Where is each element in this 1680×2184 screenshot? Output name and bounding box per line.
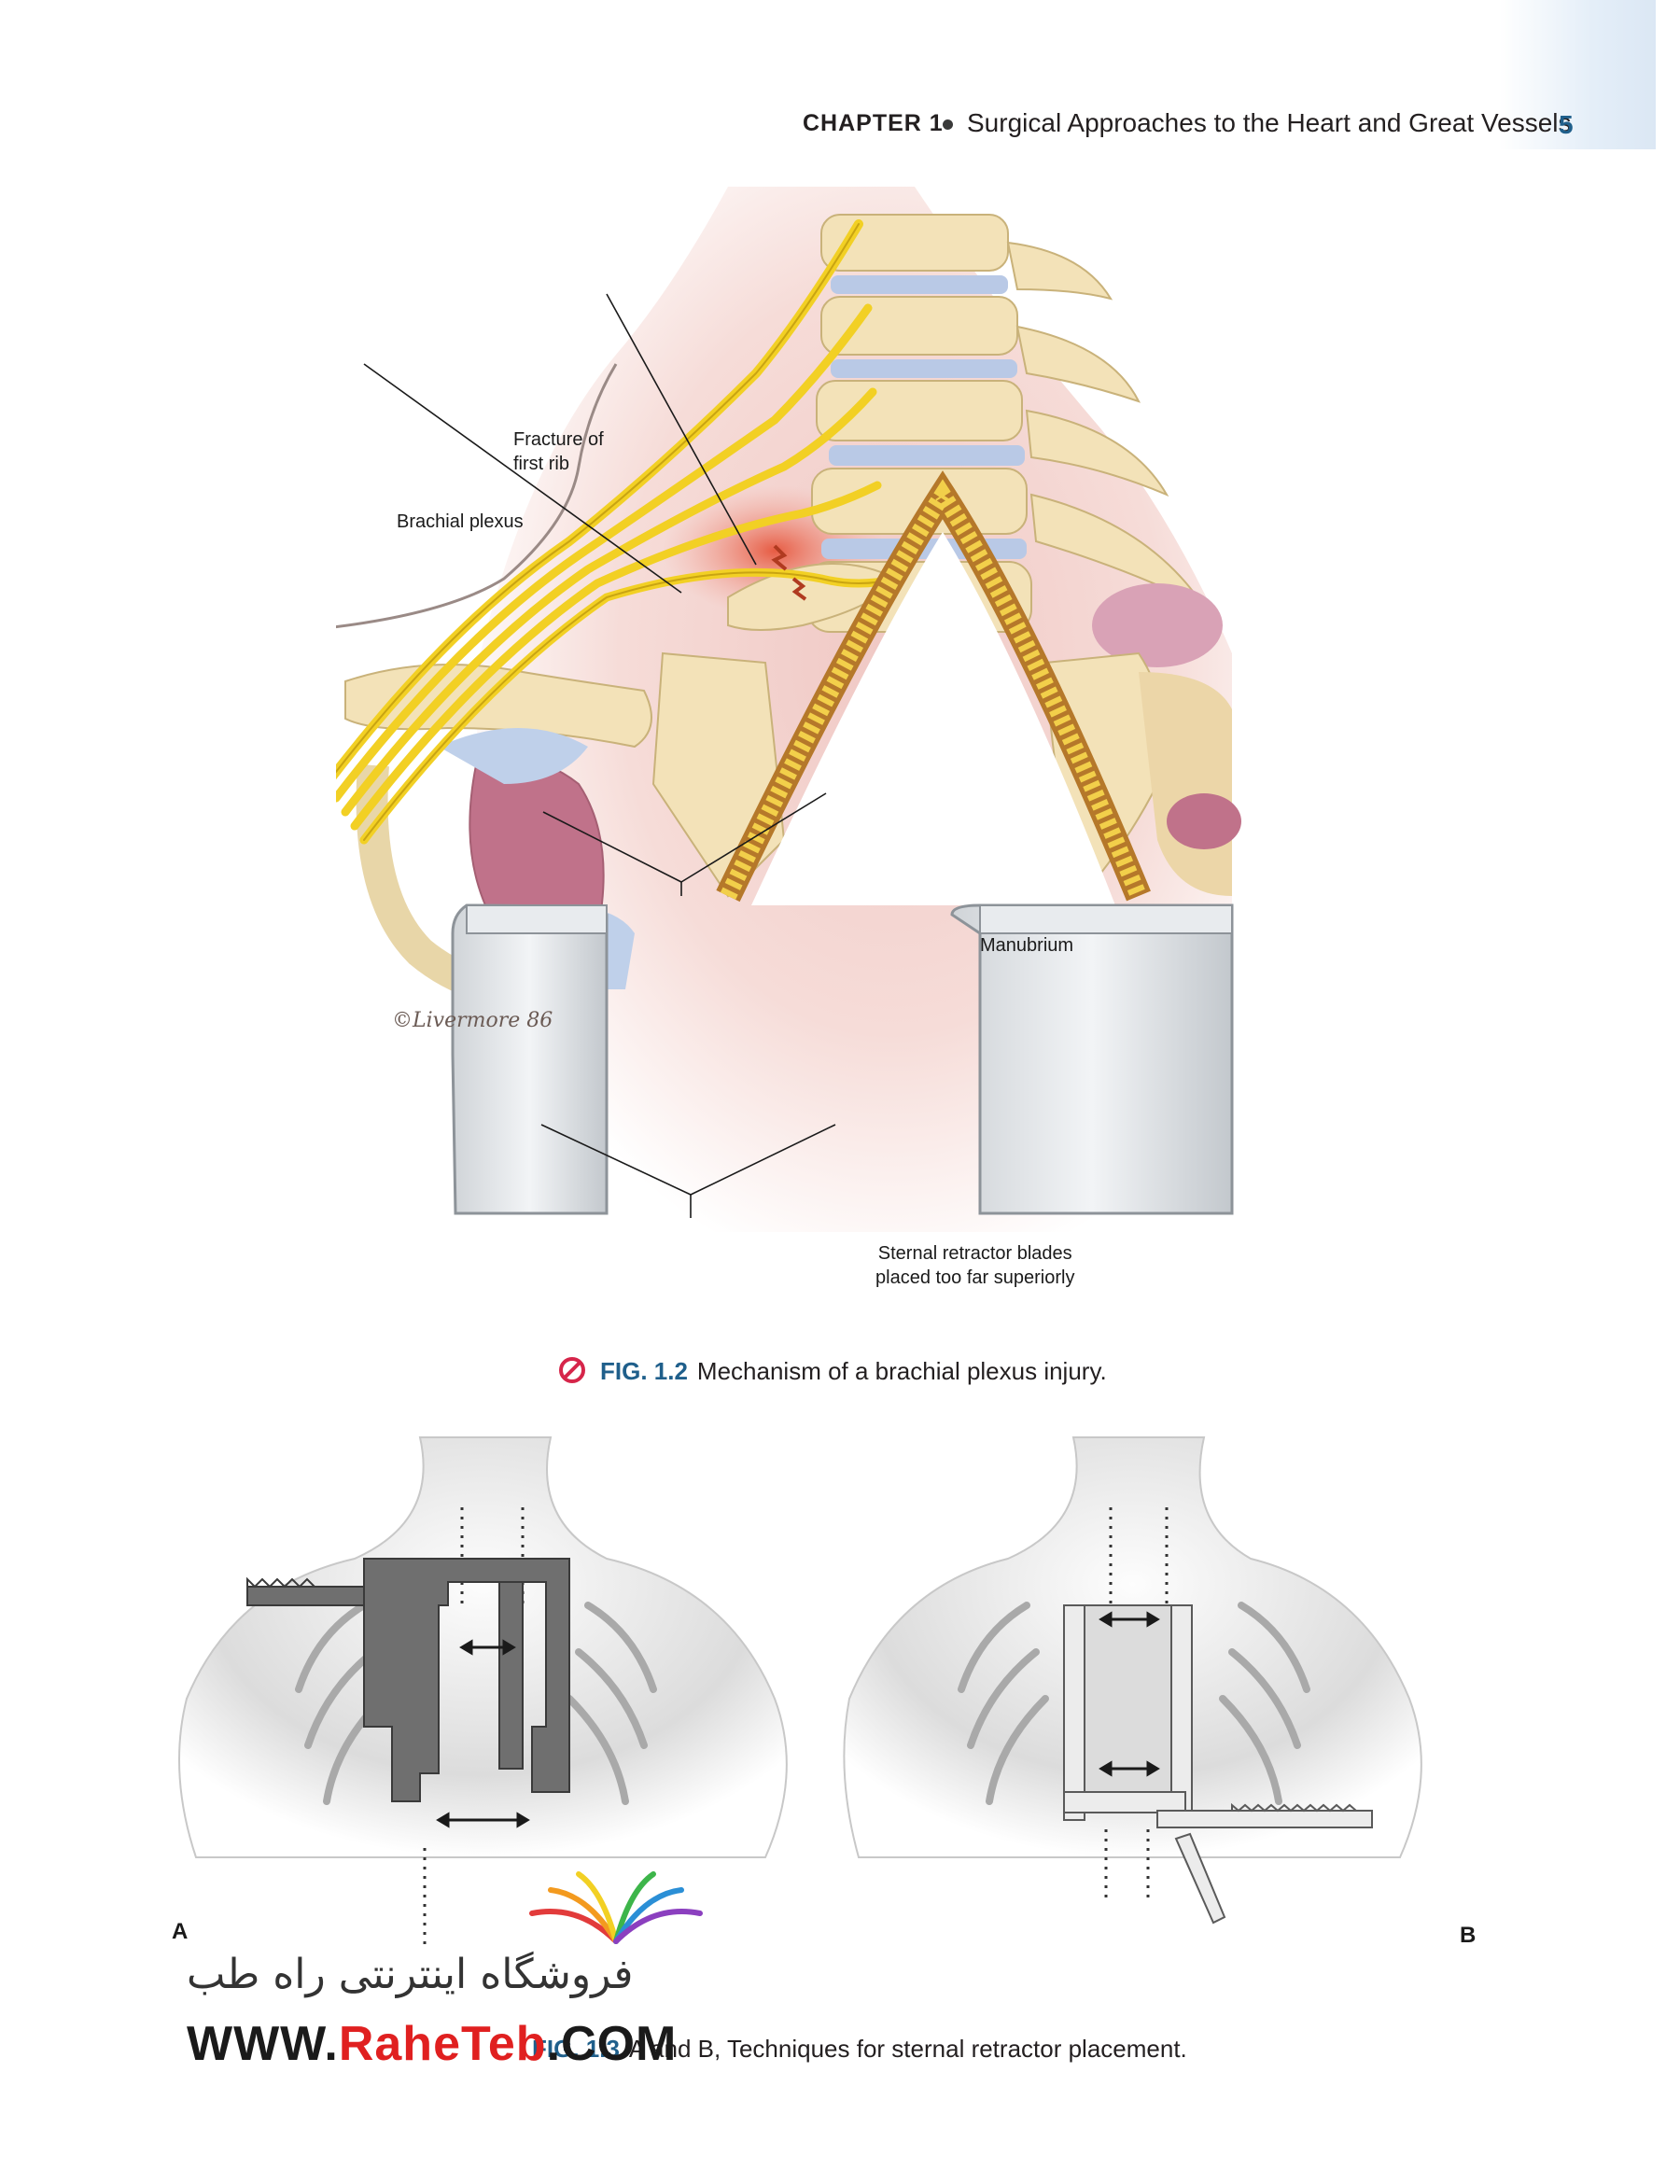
bullet-icon <box>943 119 953 130</box>
panel-label-a: A <box>172 1919 189 1944</box>
figure-1-2-caption: FIG. 1.2 Mechanism of a brachial plexus i… <box>600 1357 1107 1386</box>
rainbow-book-logo-icon <box>529 1871 703 1944</box>
figure-1-3-panel-b: B <box>840 1419 1512 1960</box>
artist-signature: ©Livermore 86 <box>392 1009 553 1032</box>
retractor-blades <box>451 903 1234 1215</box>
chapter-title: Surgical Approaches to the Heart and Gre… <box>967 108 1572 137</box>
running-header: CHAPTER 1 Surgical Approaches to the Hea… <box>803 105 1605 149</box>
watermark-url-suffix: .COM <box>546 2017 678 2071</box>
watermark-persian-text: فروشگاه اینترنتی راه طب <box>187 1951 634 1998</box>
warning-prohibit-icon <box>559 1357 585 1383</box>
label-retractor-line2: placed too far superiorly <box>875 1267 1075 1288</box>
page-number: 5 <box>1559 110 1574 139</box>
retractor-a <box>246 1558 570 1802</box>
torso-retractor-panel-b <box>843 1436 1422 1925</box>
label-retractor: Sternal retractor blades placed too far … <box>875 1241 1074 1290</box>
label-brachial-plexus: Brachial plexus <box>397 511 524 532</box>
figure-1-3-panel-a: A <box>168 1419 840 1960</box>
label-retractor-line1: Sternal retractor blades <box>877 1243 1072 1264</box>
figure-1-2-illustration: ©Livermore 86 Fracture of first rib Brac… <box>242 187 1344 1290</box>
watermark-url-brand: RaheTeb <box>338 2017 547 2071</box>
label-fracture-line2: first rib <box>513 454 569 474</box>
panel-label-b: B <box>1460 1923 1477 1948</box>
figure-1-2-number: FIG. 1.2 <box>600 1357 688 1385</box>
chapter-label: CHAPTER 1 <box>803 110 944 136</box>
label-manubrium: Manubrium <box>980 935 1074 956</box>
label-fracture: Fracture of first rib <box>513 427 604 476</box>
retractor-b <box>1063 1604 1373 1925</box>
watermark-url-prefix: WWW. <box>187 2017 339 2071</box>
leader-lines <box>363 293 836 1218</box>
label-fracture-line1: Fracture of <box>513 429 604 450</box>
figure-1-2-caption-text: Mechanism of a brachial plexus injury. <box>696 1357 1107 1385</box>
brachial-plexus-nerves <box>322 219 901 845</box>
torso-retractor-panel-a <box>178 1436 788 1951</box>
brachial-plexus-illustration: ©Livermore 86 <box>242 187 1241 1232</box>
page-corner-band <box>1499 0 1656 149</box>
figure-1-3-caption-text: A and B, Techniques for sternal retracto… <box>628 2035 1187 2063</box>
watermark-url: WWW.RaheTeb.COM <box>187 2016 677 2072</box>
figure-1-3-caption: FIG. 1.3 A and B, Techniques for sternal … <box>532 2035 1187 2064</box>
figure-1-3-number: FIG. 1.3 <box>532 2035 620 2063</box>
